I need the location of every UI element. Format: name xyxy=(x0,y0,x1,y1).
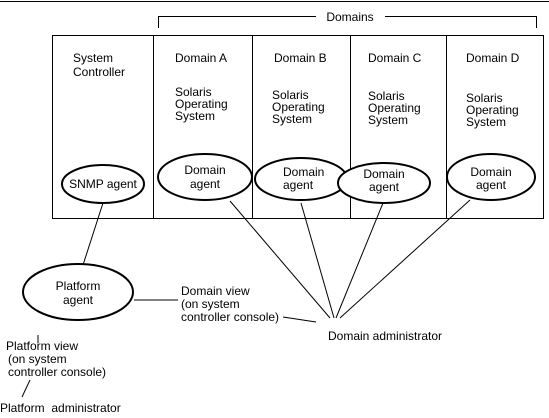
domain-c-os-line2: Operating xyxy=(368,101,421,115)
domain-a-agent-ellipse xyxy=(157,153,253,201)
domain-a-column: Domain A Solaris Operating System Domain… xyxy=(157,51,253,201)
domain-d-column: Domain D Solaris Operating System Domain… xyxy=(446,51,536,201)
platform-agent-line1: Platform xyxy=(56,279,101,293)
domain-d-agent-line1: Domain xyxy=(470,165,511,179)
connectors xyxy=(21,199,471,398)
domain-view-annotation: Domain view (on system controller consol… xyxy=(181,284,279,324)
domain-b-column: Domain B Solaris Operating System Domain… xyxy=(254,51,348,201)
domain-a-to-admin-line xyxy=(229,200,331,319)
domain-d-to-admin-line xyxy=(339,199,471,319)
domain-c-agent-ellipse xyxy=(337,162,431,204)
platform-agent-ellipse xyxy=(22,263,134,321)
domain-view-line1: Domain view xyxy=(181,284,250,298)
domain-view-line2: (on system xyxy=(181,297,240,311)
domain-d-os-line1: Solaris xyxy=(466,91,503,105)
domain-d-os-line2: Operating xyxy=(466,103,519,117)
platform-administrator-label: Platform administrator xyxy=(0,401,121,415)
domain-view-to-admin-leader xyxy=(282,316,317,323)
domain-administrator-label: Domain administrator xyxy=(328,329,442,343)
snmp-agent-ellipse xyxy=(61,164,145,204)
domain-c-agent-line1: Domain xyxy=(363,167,404,181)
domains-bracket: Domains xyxy=(158,8,537,28)
domain-b-to-admin-line xyxy=(300,202,335,319)
domain-c-os-line3: System xyxy=(368,113,408,127)
domain-d-agent-ellipse xyxy=(446,153,536,201)
domain-c-to-admin-line xyxy=(335,202,384,319)
platform-view-line2: (on system xyxy=(8,352,67,366)
platform-agent-line2: agent xyxy=(63,293,94,307)
system-controller-title-line1: System xyxy=(73,51,113,65)
platform-view-line3: controller console) xyxy=(8,365,106,379)
domain-d-os-line3: System xyxy=(466,115,506,129)
domain-b-title: Domain B xyxy=(274,51,327,65)
platform-admin-leader xyxy=(21,379,31,398)
domain-a-agent-line1: Domain xyxy=(184,163,225,177)
system-controller-title-line2: Controller xyxy=(73,65,125,79)
platform-view-annotation: Platform view (on system controller cons… xyxy=(6,339,106,379)
snmp-agent-label: SNMP agent xyxy=(69,177,137,191)
domain-d-agent-line2: agent xyxy=(476,178,507,192)
domain-b-os-line1: Solaris xyxy=(272,88,309,102)
sc-to-platform-line xyxy=(82,202,104,266)
domain-a-title: Domain A xyxy=(175,51,227,65)
domain-view-line3: controller console) xyxy=(181,310,279,324)
domain-b-os-line2: Operating xyxy=(272,100,325,114)
domain-b-agent-line1: Domain xyxy=(283,165,324,179)
domain-a-os-line3: System xyxy=(175,109,215,123)
platform-view-line1: Platform view xyxy=(6,339,78,353)
domain-b-os-line3: System xyxy=(272,112,312,126)
domains-label: Domains xyxy=(326,10,373,24)
system-controller-column: System Controller SNMP agent xyxy=(61,51,145,204)
domain-b-agent-line2: agent xyxy=(283,178,314,192)
domain-c-agent-line2: agent xyxy=(369,180,400,194)
domain-c-column: Domain C Solaris Operating System Domain… xyxy=(337,51,431,204)
domain-c-os-line1: Solaris xyxy=(368,89,405,103)
domain-a-agent-line2: agent xyxy=(190,177,221,191)
platform-agent: Platform agent xyxy=(22,263,134,321)
domain-d-title: Domain D xyxy=(466,51,520,65)
domain-a-os-line1: Solaris xyxy=(175,85,212,99)
domain-a-os-line2: Operating xyxy=(175,97,228,111)
domain-c-title: Domain C xyxy=(368,51,422,65)
